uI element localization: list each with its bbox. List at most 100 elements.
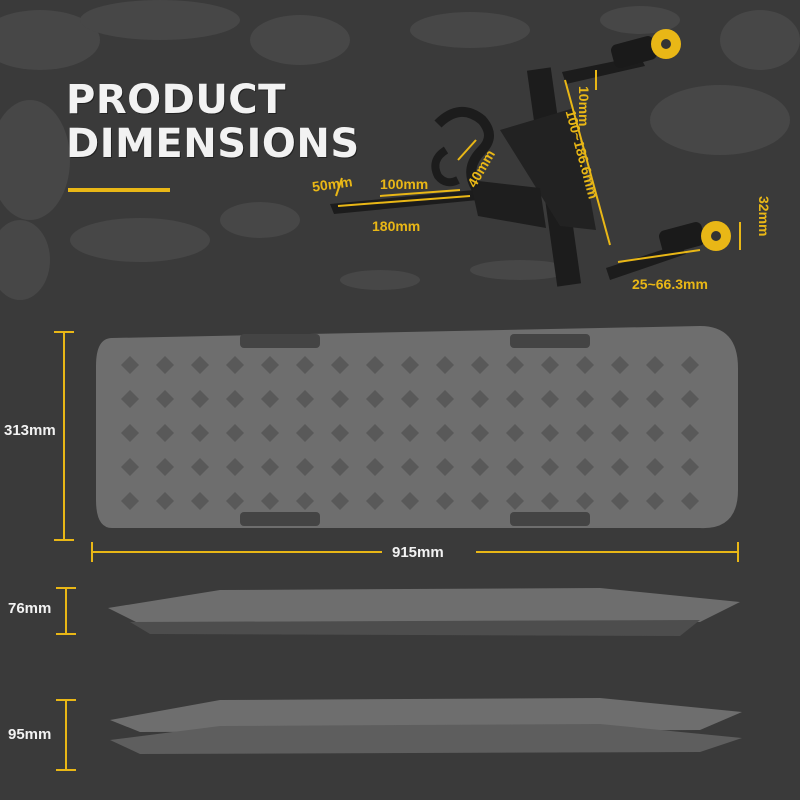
tread-stud xyxy=(576,356,594,374)
tread-stud xyxy=(226,458,244,476)
tread-stud xyxy=(646,458,664,476)
tread-stud xyxy=(191,492,209,510)
tread-stud xyxy=(611,356,629,374)
tread-stud xyxy=(576,390,594,408)
tread-stud xyxy=(296,356,314,374)
tread-stud xyxy=(121,458,139,476)
tread-stud xyxy=(366,424,384,442)
tread-stud xyxy=(366,458,384,476)
tread-stud xyxy=(331,390,349,408)
title-line-1: PRODUCT xyxy=(66,77,286,123)
tread-stud xyxy=(191,390,209,408)
tread-stud xyxy=(471,458,489,476)
tread-stud xyxy=(646,492,664,510)
tread-stud xyxy=(401,424,419,442)
tread-stud xyxy=(401,492,419,510)
tread-stud xyxy=(191,424,209,442)
tread-stud xyxy=(226,492,244,510)
tread-stud xyxy=(436,390,454,408)
tread-stud xyxy=(541,492,559,510)
tread-stud xyxy=(331,492,349,510)
tread-stud xyxy=(156,356,174,374)
tread-stud xyxy=(681,458,699,476)
tread-stud xyxy=(681,390,699,408)
tread-stud xyxy=(191,458,209,476)
tread-stud xyxy=(331,356,349,374)
dim-label-thickness-single: 76mm xyxy=(8,600,52,617)
tread-stud xyxy=(226,424,244,442)
dim-label-width: 313mm xyxy=(4,422,56,439)
tread-stud xyxy=(296,424,314,442)
tread-stud xyxy=(226,390,244,408)
tread-stud xyxy=(156,424,174,442)
tread-stud xyxy=(471,356,489,374)
title-line-2: DIMENSIONS xyxy=(66,121,360,167)
tread-stud xyxy=(366,390,384,408)
tread-stud xyxy=(436,492,454,510)
tread-stud xyxy=(611,390,629,408)
tread-stud xyxy=(296,492,314,510)
tread-stud xyxy=(576,458,594,476)
tread-stud xyxy=(506,356,524,374)
tread-stud xyxy=(471,424,489,442)
tread-stud xyxy=(366,356,384,374)
tread-stud xyxy=(646,390,664,408)
tread-stud xyxy=(121,390,139,408)
tread-stud xyxy=(541,424,559,442)
tread-stud xyxy=(506,458,524,476)
tread-stud xyxy=(261,424,279,442)
title-underline xyxy=(68,188,170,192)
dim-label-length: 915mm xyxy=(392,544,444,561)
tread-stud xyxy=(541,390,559,408)
tread-stud xyxy=(331,458,349,476)
tread-stud xyxy=(611,492,629,510)
tread-stud xyxy=(681,424,699,442)
tread-stud xyxy=(401,458,419,476)
dim-label-thickness-stacked: 95mm xyxy=(8,726,52,743)
tread-stud xyxy=(261,458,279,476)
tread-stud xyxy=(261,492,279,510)
tread-stud xyxy=(156,492,174,510)
tread-stud xyxy=(506,492,524,510)
tread-stud xyxy=(541,356,559,374)
tread-stud xyxy=(436,458,454,476)
tread-stud xyxy=(121,424,139,442)
tread-stud xyxy=(576,424,594,442)
tread-stud xyxy=(296,458,314,476)
tread-stud xyxy=(296,390,314,408)
dim-label-100: 100mm xyxy=(380,176,429,192)
tread-stud xyxy=(121,492,139,510)
tread-stud xyxy=(646,356,664,374)
tread-stud xyxy=(261,390,279,408)
tread-stud xyxy=(331,424,349,442)
tread-stud xyxy=(506,424,524,442)
dim-label-knob: 25~66.3mm xyxy=(632,276,708,292)
tread-stud xyxy=(261,356,279,374)
tread-stud xyxy=(436,356,454,374)
tread-stud xyxy=(436,424,454,442)
tread-stud xyxy=(121,356,139,374)
tread-stud xyxy=(226,356,244,374)
tread-stud xyxy=(681,356,699,374)
tread-stud xyxy=(401,390,419,408)
tread-stud xyxy=(541,458,559,476)
tread-stud xyxy=(191,356,209,374)
tread-stud xyxy=(681,492,699,510)
dim-label-180: 180mm xyxy=(372,218,421,234)
tread-stud xyxy=(576,492,594,510)
tread-stud xyxy=(611,424,629,442)
tread-stud xyxy=(471,492,489,510)
tread-stud xyxy=(156,458,174,476)
tread-stud xyxy=(611,458,629,476)
tread-stud xyxy=(156,390,174,408)
tread-stud xyxy=(646,424,664,442)
tread-stud xyxy=(366,492,384,510)
tread-stud xyxy=(506,390,524,408)
tread-stud xyxy=(471,390,489,408)
